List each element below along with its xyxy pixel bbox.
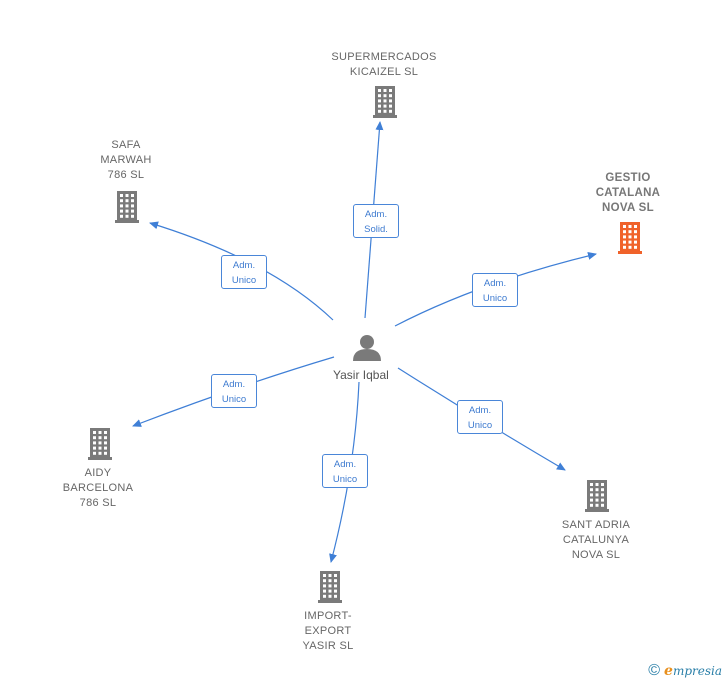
copyright-icon: © xyxy=(648,662,661,679)
building-icon xyxy=(373,86,397,118)
edge-label-import[interactable]: Adm. Unico xyxy=(322,454,368,488)
edge-label-supermercados[interactable]: Adm. Solid. xyxy=(353,204,399,238)
company-label-import[interactable]: IMPORT- EXPORT YASIR SL xyxy=(302,610,354,652)
empresia-logo: empresia xyxy=(664,663,722,679)
company-label-supermercados[interactable]: SUPERMERCADOS KICAIZEL SL xyxy=(331,51,437,78)
building-icon xyxy=(88,428,112,460)
edge-label-gestio[interactable]: Adm. Unico xyxy=(472,273,518,307)
company-label-aidy[interactable]: AIDY BARCELONA 786 SL xyxy=(62,467,134,509)
company-label-gestio[interactable]: GESTIO CATALANA NOVA SL xyxy=(595,172,661,214)
edge-label-safa[interactable]: Adm. Unico xyxy=(221,255,267,289)
company-label-safa[interactable]: SAFA MARWAH 786 SL xyxy=(100,139,152,181)
footer-brand: © empresia xyxy=(648,662,722,680)
edge-label-aidy[interactable]: Adm. Unico xyxy=(211,374,257,408)
center-person-label: Yasir Iqbal xyxy=(333,368,389,382)
building-icon xyxy=(318,571,342,603)
person-icon xyxy=(353,335,381,361)
company-label-sant[interactable]: SANT ADRIA CATALUNYA NOVA SL xyxy=(561,519,631,561)
building-icon xyxy=(115,191,139,223)
edge-label-sant[interactable]: Adm. Unico xyxy=(457,400,503,434)
building-icon xyxy=(585,480,609,512)
building-icon xyxy=(618,222,642,254)
